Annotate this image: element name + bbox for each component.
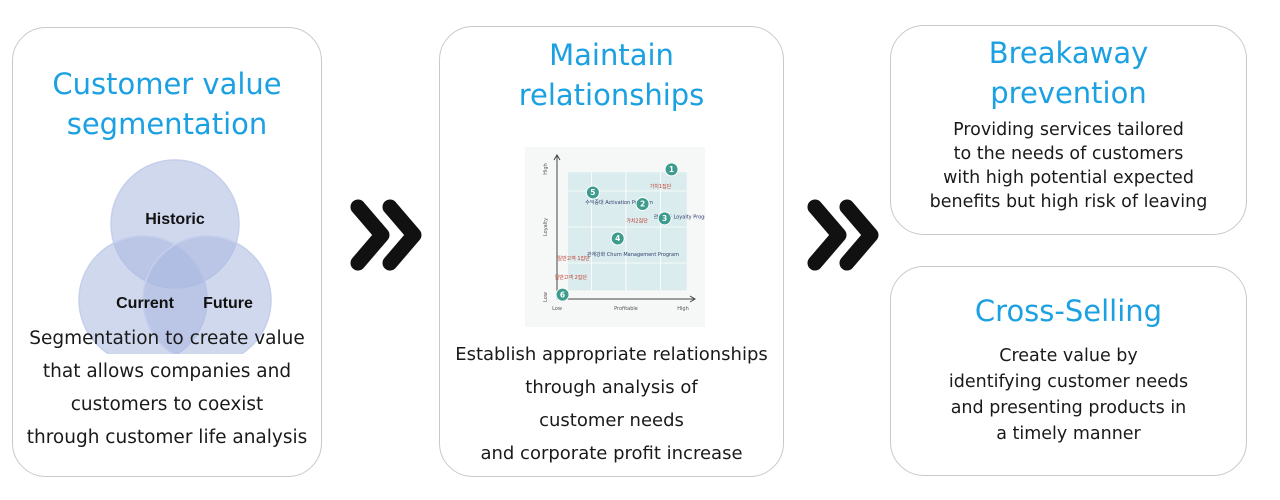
chart-annotation: 일반고객 1집단 [557,255,590,262]
chart-annotation: 관계강화 Loyalty Program [654,213,705,220]
description-line: Create value by [999,346,1138,366]
venn-label-current: Current [116,295,174,312]
description-line: and presenting products in [950,398,1187,418]
segmentation-card: Customer value segmentation Historic Cur… [12,27,322,477]
description-line: identifying customer needs [948,372,1189,392]
breakaway-title-line: Breakaway [988,36,1149,70]
description-line: customer needs [539,410,684,431]
venn-diagram: Historic Current Future [78,159,272,354]
description-line: Providing services tailored [953,120,1184,140]
cross-selling-title-line: Cross-Selling [974,294,1163,328]
description-line: that allows companies and [42,361,292,382]
double-chevron-right-icon [807,199,879,271]
chart-y-arrow [553,154,561,161]
chart-x-tick-label: Low [552,306,562,312]
description-line: to the needs of customers [953,144,1184,164]
venn-circle-future [142,235,272,354]
breakaway-title: Breakaway prevention [891,33,1246,113]
chart-point-label: 6 [560,290,565,299]
breakaway-card: Breakaway prevention Providing services … [890,25,1247,235]
segmentation-title-line: Customer value [52,67,282,101]
chart-y-axis-label: Loyalty [543,218,549,236]
description-line: customers to coexist [70,394,264,415]
chart-point-label: 2 [640,200,645,209]
venn-label-historic: Historic [145,211,205,228]
cross-selling-title: Cross-Selling [891,291,1246,331]
description-line: Establish appropriate relationships [455,344,768,365]
description-line: through analysis of [525,377,698,398]
chart-y-tick-label: Low [543,292,549,302]
chart-point [555,287,570,302]
chart-x-arrow [689,295,696,303]
segmentation-title-line: segmentation [66,107,268,141]
chart-point [657,211,672,226]
cross-selling-description: Create value by identifying customer nee… [891,343,1246,447]
cross-selling-card: Cross-Selling Create value by identifyin… [890,266,1247,476]
relationships-title: Maintain relationships [440,35,783,115]
description-line: Segmentation to create value [29,328,305,349]
chart-annotation: 수익증대 Activation Program [585,199,653,206]
chart-point [610,231,625,246]
relationships-title-line: Maintain [549,38,674,72]
chart-x-axis-label: Profitable [614,306,638,312]
description-line: benefits but high risk of leaving [929,192,1208,212]
venn-label-future: Future [203,295,253,312]
chart-x-tick-label: High [677,306,689,312]
chart-point-label: 1 [669,165,674,174]
chart-annotation: 가치1집단 [650,183,672,190]
chart-point [664,162,679,177]
chart-point [585,185,600,200]
chart-annotation: 일반고객 2집단 [555,274,588,281]
relationships-description: Establish appropriate relationships thro… [440,338,783,470]
double-chevron-right-icon [350,199,422,271]
chart-point-label: 4 [615,234,620,243]
relationships-title-line: relationships [518,78,705,112]
segmentation-title: Customer value segmentation [13,64,321,144]
chart-point [635,196,650,211]
description-line: with high potential expected [943,168,1194,188]
chart-y-tick-label: High [543,163,549,175]
breakaway-description: Providing services tailored to the needs… [891,118,1246,214]
segmentation-description: Segmentation to create value that allows… [13,322,321,454]
description-line: a timely manner [996,424,1141,444]
description-line: through customer life analysis [26,427,308,448]
chart-annotation: 관계강화 Churn Management Program [587,251,679,258]
chart-point-label: 5 [590,188,595,197]
description-line: and corporate profit increase [480,443,743,464]
chart-point-label: 3 [662,214,667,223]
chart-annotation: 가치2집단 [626,218,648,225]
breakaway-title-line: prevention [990,76,1147,110]
